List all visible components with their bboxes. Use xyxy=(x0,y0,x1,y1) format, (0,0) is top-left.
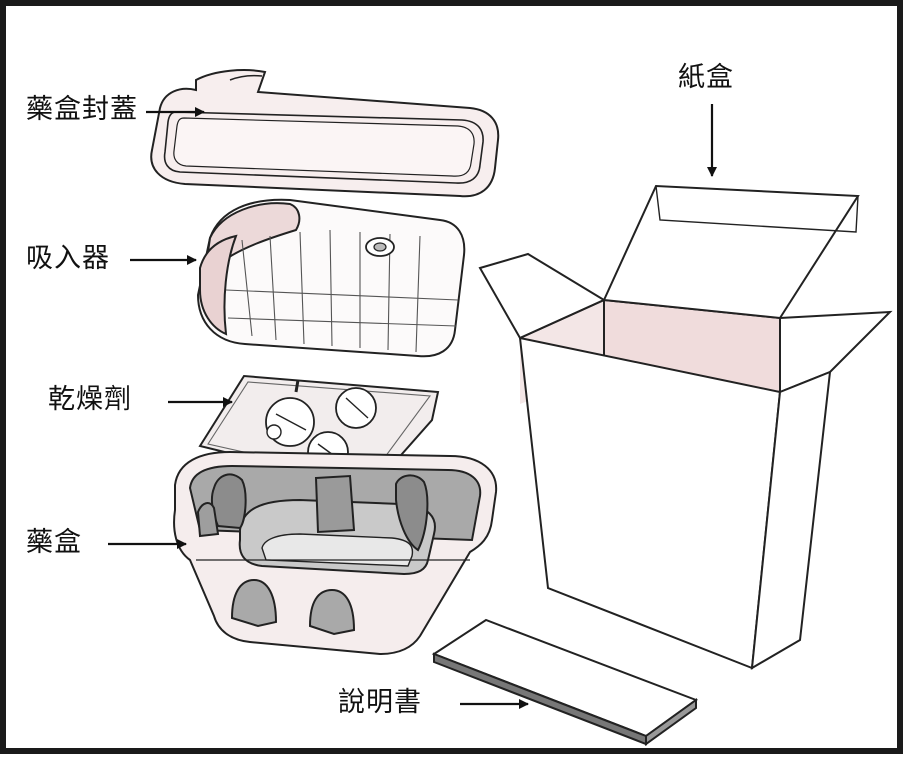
label-tray: 藥盒 xyxy=(26,527,82,558)
label-carton: 紙盒 xyxy=(678,62,734,93)
label-inhaler: 吸入器 xyxy=(26,243,110,274)
leaflet-illustration xyxy=(431,618,699,746)
label-leaflet: 說明書 xyxy=(338,687,422,718)
inhaler-illustration xyxy=(196,198,466,358)
lid-illustration xyxy=(150,69,500,198)
carton-illustration xyxy=(478,184,893,670)
label-lid: 藥盒封蓋 xyxy=(26,94,138,125)
label-desiccant: 乾燥劑 xyxy=(48,384,132,415)
tray-illustration xyxy=(173,450,498,656)
pointer-arrows xyxy=(108,104,717,709)
